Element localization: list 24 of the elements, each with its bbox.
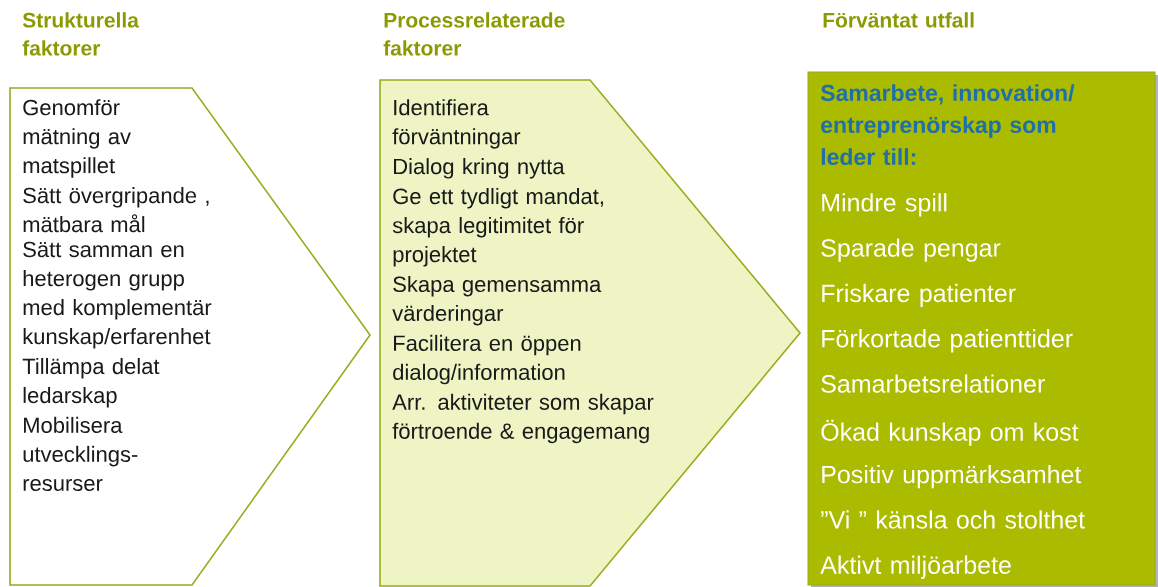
list-item: Positiv uppmärksamhet (822, 465, 1082, 489)
list-item: Sätt övergripande , mätbara mål (23, 187, 209, 233)
list-item: Ge ett tydligt mandat, skapa legitimitet för projektet (392, 188, 603, 267)
outcome-heading: Samarbete, innovation/ entreprenörskap som leder till: (820, 84, 1075, 166)
list-item: Arr. aktiviteter som skapar förtroende & engagemang (392, 393, 654, 444)
list-item: Mindre spill (822, 193, 947, 217)
list-item: ”Vi ” känsla och stolthet (821, 510, 1085, 529)
list-item: Förkortade patienttider (822, 329, 1073, 353)
column-heading: Strukturella faktorer (22, 12, 140, 56)
list-item: Friskare patienter (822, 283, 1016, 308)
list-item: Aktivt miljöarbete (820, 555, 1011, 579)
list-item: Skapa gemensamma värderingar (392, 275, 602, 326)
list-item: Samarbetsrelationer (821, 374, 1045, 393)
list-item: Ökad kunskap om kost (821, 419, 1079, 446)
list-item: Sätt samman en heterogen grupp med komplementär kunskap/erfarenhet (23, 241, 212, 349)
list-item: Dialog kring nytta (394, 158, 565, 179)
column-heading: Förväntat utfall (823, 12, 974, 28)
list-item: Sparade pengar (821, 238, 1001, 262)
list-item: Genomför mätning av matspillet (23, 99, 131, 178)
list-item: Facilitera en öppen dialog/information (393, 334, 581, 385)
list-item: Mobilisera utvecklings-resurser (23, 416, 138, 492)
list-item: Tillämpa delat ledarskap (22, 357, 160, 408)
column-heading: Processrelaterade faktorer (383, 12, 565, 56)
list-item: Identifiera förväntningar (392, 99, 521, 149)
